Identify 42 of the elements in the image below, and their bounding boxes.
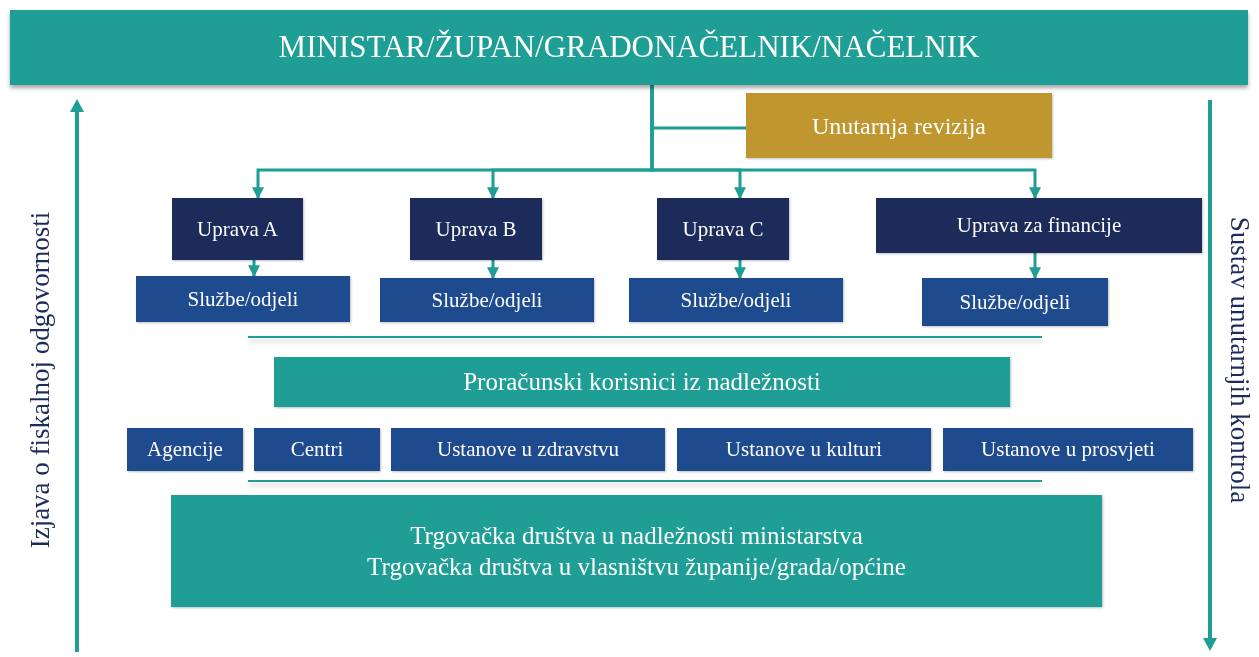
department-box	[172, 198, 303, 260]
node-text: Agencije	[147, 436, 223, 463]
unit-box	[254, 428, 380, 471]
node-text: Trgovačka društva u nadležnosti ministarstva	[410, 520, 863, 551]
unit-box	[391, 428, 665, 471]
arrow	[734, 260, 746, 280]
department-box	[657, 198, 789, 260]
node-text: Službe/odjeli	[187, 285, 299, 313]
node-text: Uprava B	[435, 215, 517, 243]
arrow	[487, 260, 499, 280]
title-banner	[10, 10, 1248, 85]
arrow	[248, 260, 260, 278]
group-band	[274, 357, 1010, 407]
node-text: Službe/odjeli	[680, 286, 792, 314]
unit-box	[943, 428, 1193, 471]
group-band	[171, 495, 1102, 607]
node-text: Trgovačka društva u vlasništvu županije/grada/općine	[367, 552, 906, 582]
department-box	[876, 198, 1202, 253]
node-text: Uprava C	[682, 215, 764, 243]
node-text: Ustanove u zdravstvu	[437, 436, 619, 463]
unit-box	[677, 428, 931, 471]
node-text: Službe/odjeli	[431, 286, 543, 314]
node-text: Ustanove u kulturi	[725, 436, 883, 463]
unit-box	[136, 276, 350, 322]
unit-box	[380, 278, 594, 322]
arrow	[1029, 253, 1041, 280]
unit-box	[629, 278, 843, 322]
node-text: Unutarnja revizija	[812, 111, 986, 141]
side-label: Izjava o fiskalnoj odgovornosti	[24, 210, 56, 551]
node-text: Službe/odjeli	[959, 288, 1071, 316]
node-text: MINISTAR/ŽUPAN/GRADONAČELNIK/NAČELNIK	[278, 28, 980, 67]
side-label: Sustav unutarnjih kontrola	[1224, 215, 1256, 506]
audit-box	[746, 93, 1052, 158]
node-text: Uprava A	[196, 215, 279, 243]
unit-box	[127, 428, 243, 471]
node-text: Ustanove u prosvjeti	[981, 436, 1155, 463]
node-text: Uprava za financije	[956, 212, 1122, 239]
node-text: Proračunski korisnici iz nadležnosti	[463, 367, 821, 398]
arrow	[650, 85, 1041, 200]
unit-box	[922, 278, 1108, 326]
department-box	[410, 198, 542, 260]
node-text: Centri	[290, 436, 344, 463]
